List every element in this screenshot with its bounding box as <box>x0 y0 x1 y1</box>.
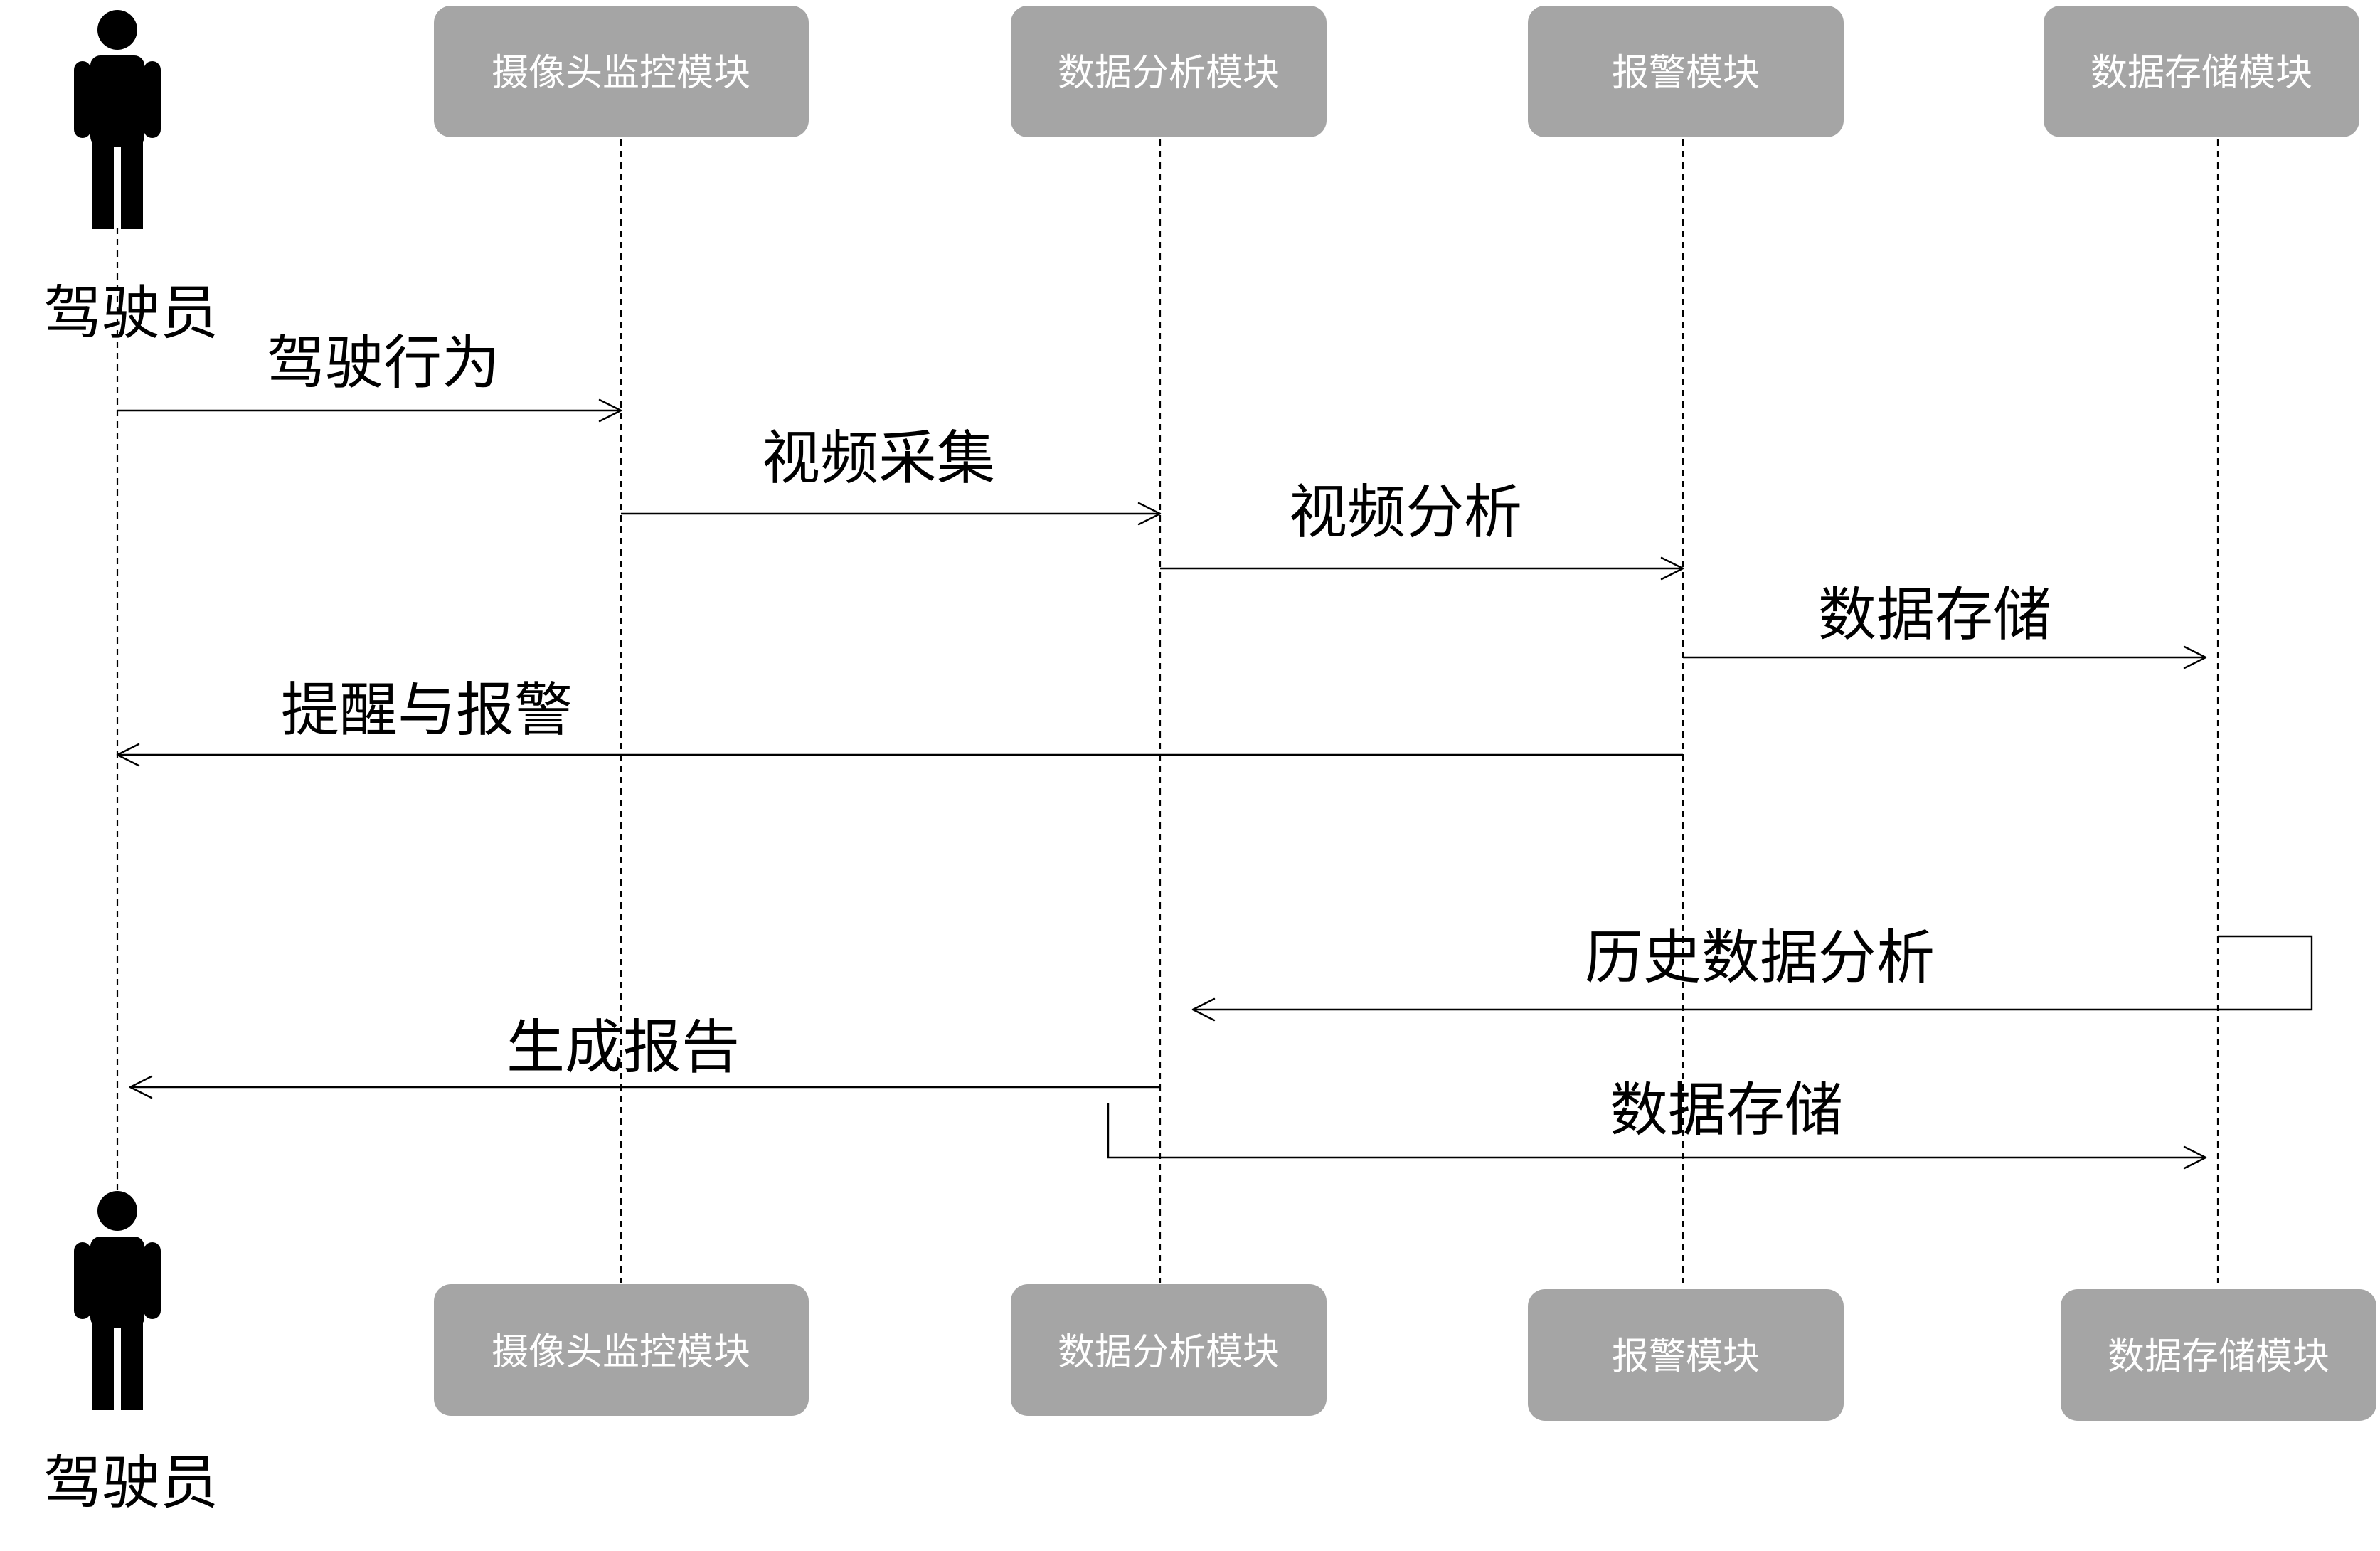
arrow-right-icon <box>598 398 622 423</box>
arrow-right-icon <box>2183 1145 2207 1170</box>
svg-text:历史数据分析: 历史数据分析 <box>1585 924 1935 992</box>
arrow-right-icon <box>2183 645 2207 669</box>
svg-text:视频分析: 视频分析 <box>1289 479 1522 546</box>
svg-text:数据存储模块: 数据存储模块 <box>2108 1335 2329 1378</box>
arrow-right-icon <box>1660 556 1684 581</box>
participant-storage-top: 数据存储模块 <box>2044 6 2359 137</box>
message-video-analysis: 视频分析 <box>1160 479 1684 581</box>
svg-text:数据分析模块: 数据分析模块 <box>1058 1331 1280 1374</box>
svg-text:视频采集: 视频采集 <box>762 425 995 492</box>
person-icon <box>74 10 161 229</box>
svg-text:数据存储: 数据存储 <box>1610 1076 1843 1144</box>
actor-driver-top: 驾驶员 <box>43 10 218 347</box>
actor-label-bottom: 驾驶员 <box>43 1449 218 1517</box>
arrow-left-icon <box>116 743 140 767</box>
svg-text:驾驶行为: 驾驶行为 <box>267 329 500 397</box>
message-data-storage-2: 数据存储 <box>1107 1076 2207 1170</box>
person-icon <box>74 1191 161 1410</box>
svg-text:摄像头监控模块: 摄像头监控模块 <box>492 1331 750 1374</box>
actor-label-top: 驾驶员 <box>43 280 218 347</box>
participant-storage-bottom: 数据存储模块 <box>2061 1289 2376 1421</box>
svg-text:摄像头监控模块: 摄像头监控模块 <box>492 52 750 95</box>
message-data-storage-1: 数据存储 <box>1683 581 2207 669</box>
svg-text:提醒与报警: 提醒与报警 <box>281 677 573 744</box>
participant-camera-top: 摄像头监控模块 <box>434 6 809 137</box>
svg-text:报警模块: 报警模块 <box>1612 52 1760 95</box>
svg-text:生成报告: 生成报告 <box>506 1014 740 1081</box>
svg-text:数据分析模块: 数据分析模块 <box>1058 52 1280 95</box>
message-reminder-alarm: 提醒与报警 <box>116 677 1683 767</box>
arrow-left-icon <box>1191 997 1216 1022</box>
arrow-right-icon <box>1137 502 1162 526</box>
message-history-analysis: 历史数据分析 <box>1191 924 2313 1022</box>
svg-text:数据存储模块: 数据存储模块 <box>2091 52 2312 95</box>
participant-alarm-bottom: 报警模块 <box>1528 1289 1844 1421</box>
arrow-left-icon <box>129 1075 153 1099</box>
message-generate-report: 生成报告 <box>129 1014 1160 1099</box>
actor-driver-bottom: 驾驶员 <box>43 1191 218 1517</box>
svg-text:数据存储: 数据存储 <box>1818 581 2051 649</box>
svg-text:报警模块: 报警模块 <box>1612 1335 1760 1378</box>
participant-alarm-top: 报警模块 <box>1528 6 1844 137</box>
message-driving-behavior: 驾驶行为 <box>117 329 622 423</box>
participant-analysis-top: 数据分析模块 <box>1011 6 1327 137</box>
participant-analysis-bottom: 数据分析模块 <box>1011 1284 1327 1416</box>
participant-camera-bottom: 摄像头监控模块 <box>434 1284 809 1416</box>
message-video-capture: 视频采集 <box>621 425 1162 526</box>
